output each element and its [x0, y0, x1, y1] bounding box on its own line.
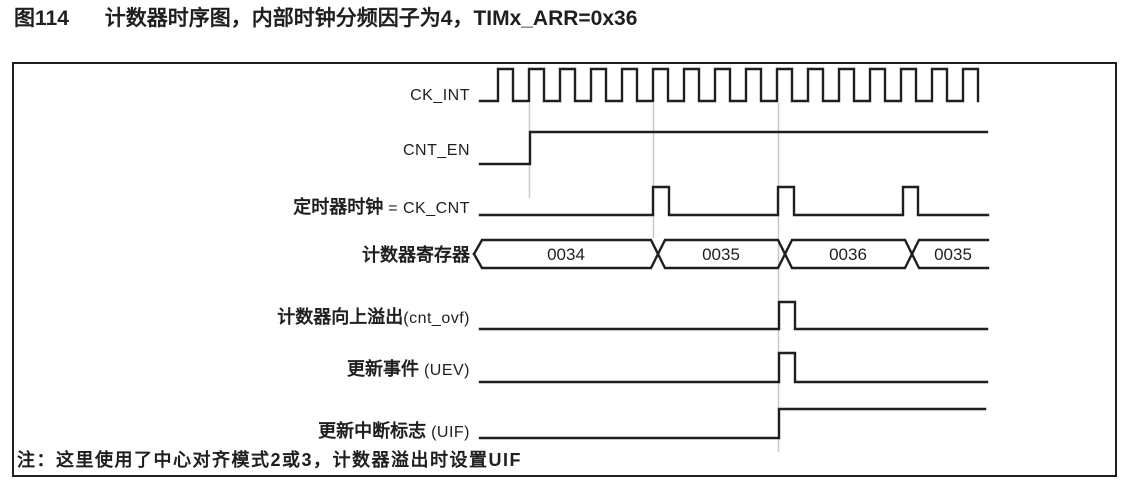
signal-label-ck-int: CK_INT [410, 83, 470, 107]
counter-register-bottom-rail [472, 238, 990, 270]
ck-cnt-waveform [478, 185, 990, 217]
register-value: 0035 [934, 245, 972, 264]
signal-label-ck-cnt: 定时器时钟 = CK_CNT [293, 196, 470, 220]
signal-label-en: (UIF) [426, 424, 470, 441]
signal-label-en: (cnt_ovf) [403, 310, 470, 327]
signal-label-cnt-en: CNT_EN [403, 138, 470, 162]
signal-label-uif: 更新中断标志 (UIF) [318, 420, 470, 444]
figure-caption: 图114 计数器时序图，内部时钟分频因子为4，TIMx_ARR=0x36 [14, 6, 637, 32]
signal-label-zh: 计数器向上溢出 [277, 307, 404, 327]
signal-label-zh: 计数器寄存器 [362, 245, 470, 265]
signal-label-en: (UEV) [419, 362, 470, 379]
signal-label-zh: 定时器时钟 [293, 197, 384, 217]
ck-int-waveform [478, 67, 980, 103]
signal-label-zh: 更新中断标志 [318, 421, 427, 441]
figure-note: 注：这里使用了中心对齐模式2或3，计数器溢出时设置UIF [17, 450, 523, 470]
signal-label-counter-register: 计数器寄存器 [362, 244, 470, 268]
signal-label-uev: 更新事件 (UEV) [347, 358, 470, 382]
signal-label-cnt-ovf: 计数器向上溢出(cnt_ovf) [277, 306, 470, 330]
signal-label-en: CK_INT [410, 87, 470, 104]
cnt-en-waveform [478, 130, 989, 166]
uev-waveform [478, 351, 989, 384]
event-guide-lines [528, 103, 780, 452]
uif-waveform [478, 407, 987, 440]
figure-title-text: 计数器时序图，内部时钟分频因子为4，TIMx_ARR=0x36 [104, 7, 638, 30]
counter-register-top-rail [472, 238, 990, 270]
cnt-ovf-waveform [478, 300, 989, 331]
figure-number: 图114 [14, 7, 69, 30]
signal-label-en: CNT_EN [402, 142, 470, 159]
register-value: 0034 [547, 245, 585, 264]
signal-label-zh: 更新事件 [347, 359, 419, 379]
signal-label-en: = CK_CNT [383, 200, 470, 217]
register-value: 0035 [702, 245, 740, 264]
register-value: 0036 [829, 245, 867, 264]
